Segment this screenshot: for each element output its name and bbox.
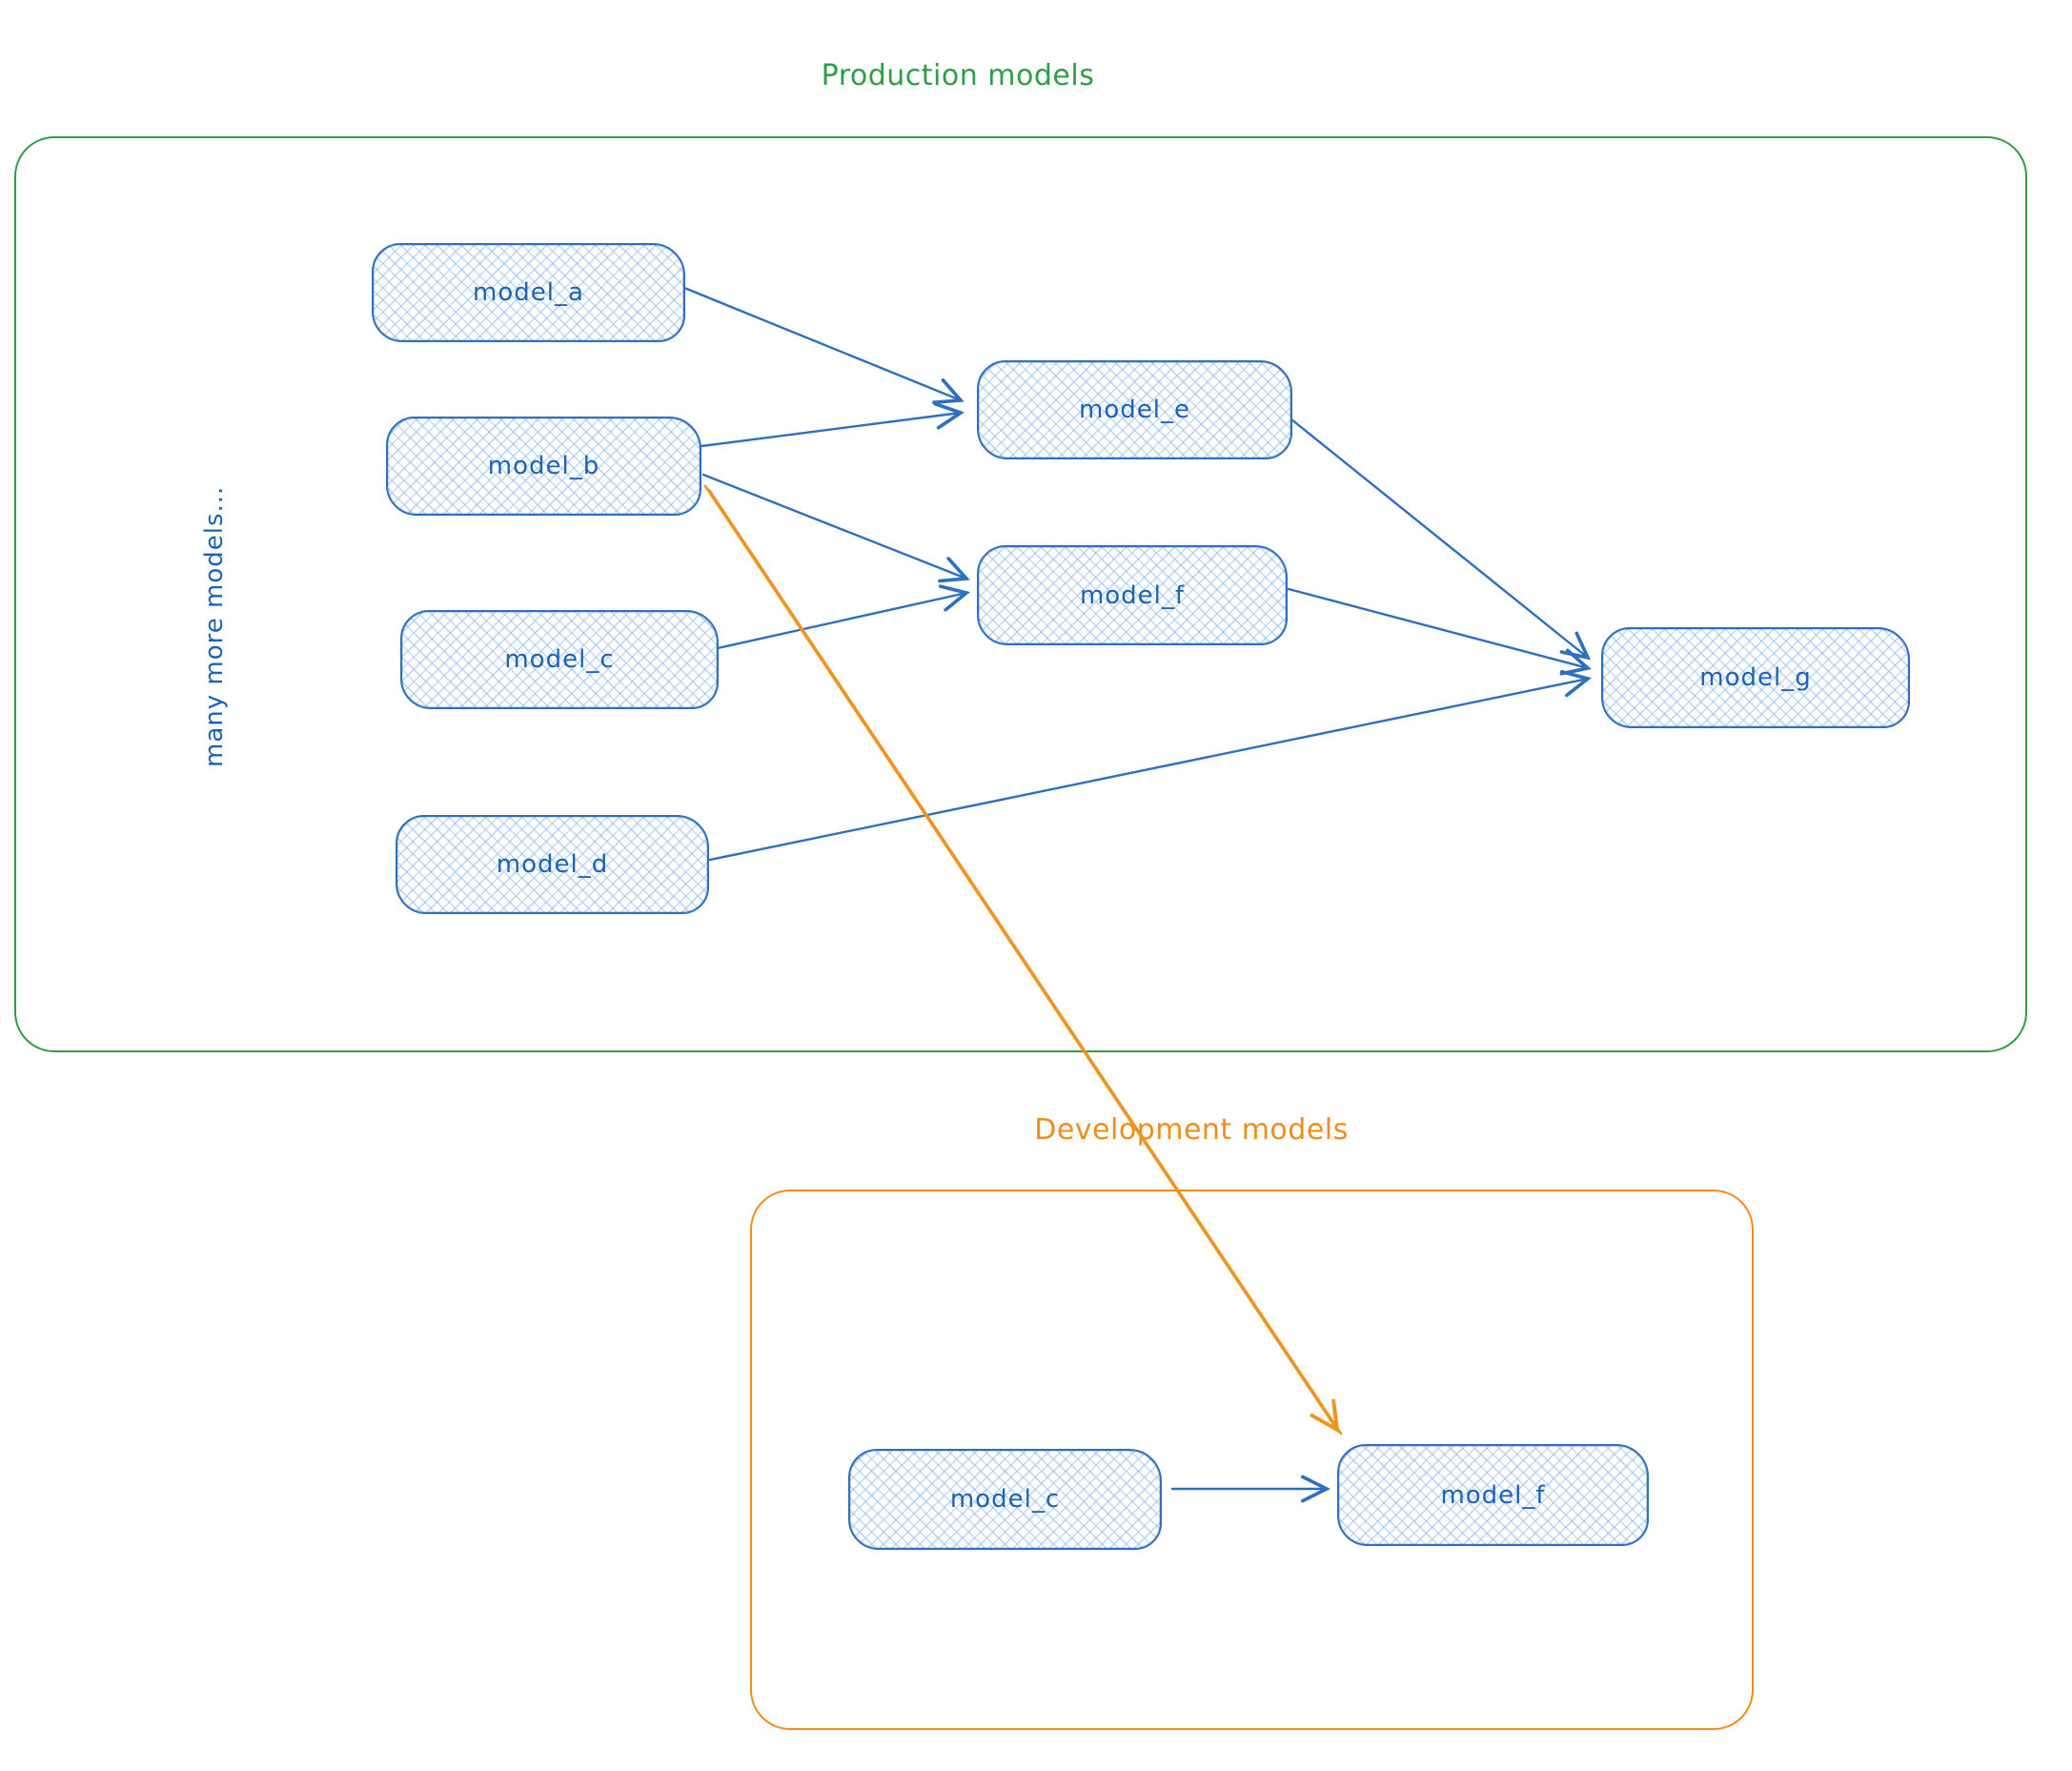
node-model-d-label: model_d [496,850,609,879]
node-model-g-label: model_g [1699,663,1812,692]
node-model-f: model_f [977,545,1288,645]
node-dev-model-c-label: model_c [949,1485,1061,1514]
node-model-e-label: model_e [1079,396,1190,424]
node-dev-model-f: model_f [1337,1444,1649,1546]
node-model-f-label: model_f [1079,580,1186,610]
node-model-c: model_c [400,610,719,709]
node-model-b-label: model_b [487,452,600,480]
many-more-models-note: many more models... [200,485,229,767]
node-model-d: model_d [396,815,709,914]
node-model-g: model_g [1601,627,1910,728]
node-model-e: model_e [977,360,1292,459]
development-frame-title: Development models [1034,1113,1349,1147]
node-model-b: model_b [386,417,701,516]
node-model-c-label: model_c [504,645,615,674]
node-dev-model-f-label: model_f [1440,1480,1546,1510]
node-model-a: model_a [372,243,685,342]
node-model-a-label: model_a [473,278,584,307]
node-dev-model-c: model_c [848,1449,1162,1550]
production-frame-title: Production models [821,59,1095,92]
